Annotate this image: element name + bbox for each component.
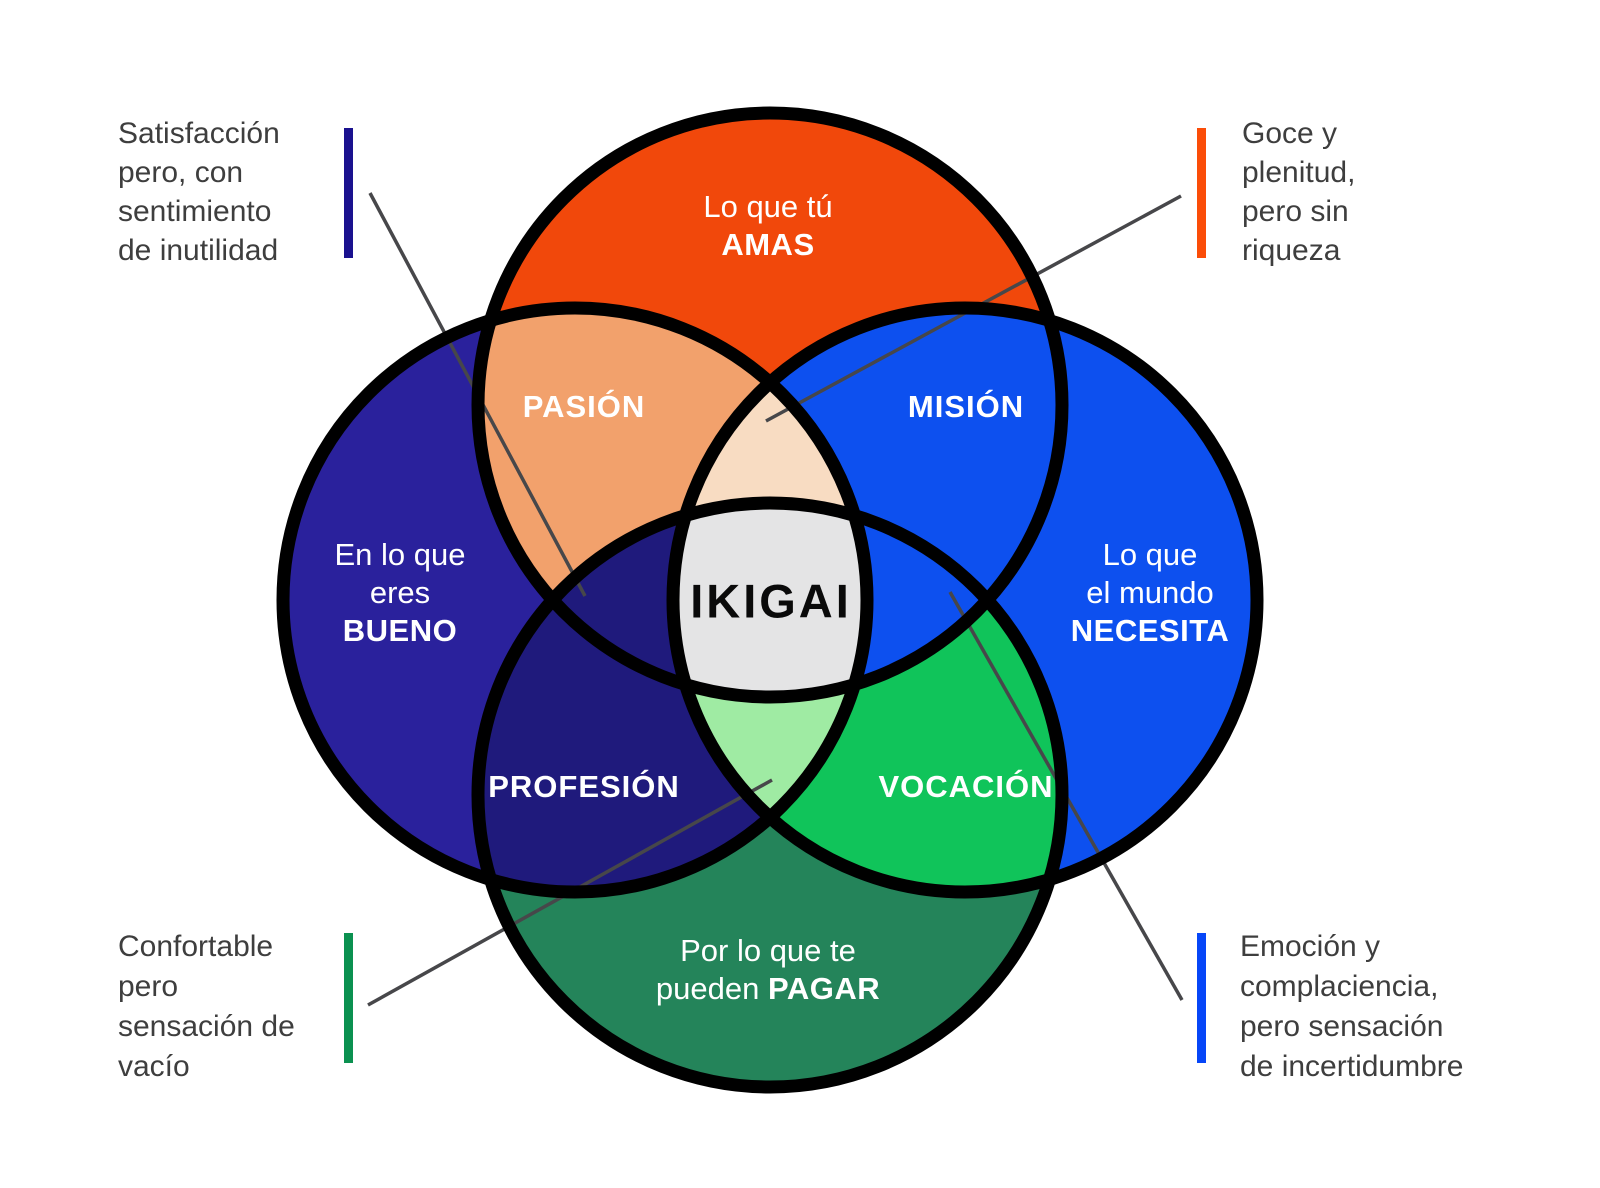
circle-bueno-outline: [276, 301, 874, 899]
annotation-top-left-line3: sentimiento: [118, 195, 272, 228]
circle-pagar-label-line2-bold: PAGAR: [767, 971, 881, 1006]
annotation-bottom-right-line4: de incertidumbre: [1240, 1050, 1464, 1083]
annotation-top-right: Goce y plenitud, pero sin riqueza: [1242, 114, 1355, 270]
annotation-top-left-line4: de inutilidad: [118, 234, 279, 267]
circle-pagar-label: Por lo que te pueden PAGAR: [656, 932, 880, 1008]
region-east-petal-fill: [673, 503, 1062, 697]
annotation-top-right-line2: plenitud,: [1242, 156, 1356, 189]
annotation-bar-bottom-right: [1197, 933, 1206, 1063]
circle-pagar-label-line1: Por lo que te: [680, 933, 856, 968]
region-bottom-lightgreen-fill: [673, 503, 867, 892]
region-vocacion-label: VOCACIÓN: [878, 769, 1054, 804]
annotation-top-right-line4: riqueza: [1242, 234, 1341, 267]
region-pasion-label: PASIÓN: [522, 389, 646, 424]
circle-necesita-label-line1: Lo que: [1102, 537, 1198, 572]
region-profesion-label: PROFESIÓN: [488, 769, 680, 804]
annotation-bottom-right-line2: complaciencia,: [1240, 970, 1439, 1003]
annotation-top-right-line3: pero sin: [1242, 195, 1349, 228]
annotation-top-left-line1: Satisfacción: [118, 117, 280, 150]
region-top-peach-fill: [673, 308, 867, 697]
annotation-bottom-right-line3: pero sensación: [1240, 1010, 1444, 1043]
annotation-bottom-right: Emoción y complaciencia, pero sensación …: [1240, 927, 1463, 1087]
annotation-bottom-right-line1: Emoción y: [1240, 930, 1381, 963]
circle-amas-label: Lo que tú AMAS: [703, 188, 832, 264]
annotation-top-right-line1: Goce y: [1242, 117, 1338, 150]
annotation-bottom-left-line4: vacío: [118, 1050, 190, 1083]
circle-bueno-label: En lo que eres BUENO: [335, 536, 466, 650]
annotation-bar-top-right: [1197, 128, 1206, 258]
annotation-bottom-left: Confortable pero sensación de vacío: [118, 927, 295, 1087]
annotation-bottom-left-line3: sensación de: [118, 1010, 295, 1043]
circle-amas-label-line1: Lo que tú: [703, 189, 833, 224]
annotation-bottom-left-line2: pero: [118, 970, 179, 1003]
annotation-top-left-line2: pero, con: [118, 156, 244, 189]
circle-bueno-label-line2: eres: [369, 575, 431, 610]
region-west-petal-fill: [478, 503, 867, 697]
circle-necesita-label-line3: NECESITA: [1070, 613, 1230, 648]
circle-bueno-label-line3: BUENO: [342, 613, 458, 648]
annotation-top-left: Satisfacción pero, con sentimiento de in…: [118, 114, 280, 270]
circle-amas-outline: [471, 106, 1069, 704]
circle-pagar-label-line2: pueden PAGAR: [656, 970, 880, 1008]
circle-pagar-label-line2-regular: pueden: [655, 971, 768, 1006]
annotation-bar-bottom-left: [344, 933, 353, 1063]
annotation-bottom-left-line1: Confortable: [118, 930, 274, 963]
region-mision-label: MISIÓN: [907, 389, 1025, 424]
annotation-bar-top-left: [344, 128, 353, 258]
circle-pagar-outline: [471, 496, 1069, 1094]
region-ikigai-label: IKIGAI: [690, 574, 852, 628]
circle-amas-label-line2: AMAS: [721, 227, 815, 262]
circle-necesita-outline: [666, 301, 1264, 899]
circle-bueno-label-line1: En lo que: [334, 537, 466, 572]
circle-necesita-label: Lo que el mundo NECESITA: [1071, 536, 1229, 650]
circle-necesita-label-line2: el mundo: [1086, 575, 1214, 610]
